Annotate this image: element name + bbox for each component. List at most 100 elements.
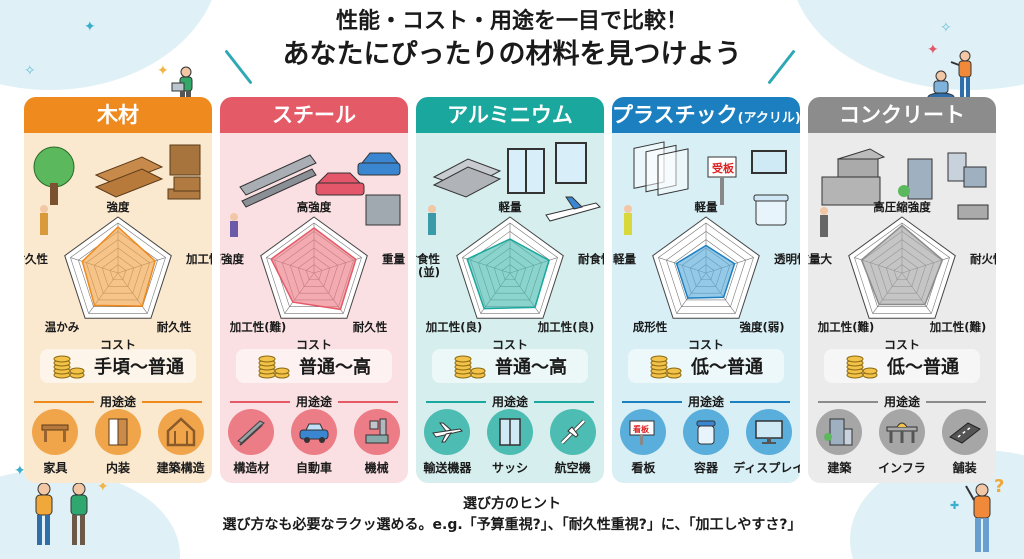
use-item: 機械 xyxy=(346,409,408,476)
divider xyxy=(230,400,290,403)
uses-list: 建築インフラ舗装 xyxy=(808,409,996,476)
radar-axis-label: 透明性 xyxy=(774,252,800,266)
person-question-icon: ? xyxy=(965,476,1004,552)
use-label: 建築構造 xyxy=(156,461,205,475)
use-icon-circle xyxy=(353,409,400,455)
coins-icon xyxy=(258,355,290,379)
use-item: 輸送機器 xyxy=(416,409,478,476)
cost-value: 普通〜高 xyxy=(299,357,371,378)
airplane-icon xyxy=(432,422,464,443)
cost-box: 手頃〜普通 xyxy=(40,349,196,383)
use-label: 構造材 xyxy=(233,461,270,475)
material-name: アルミニウム xyxy=(447,103,573,127)
radar-axis-label: 成形性 xyxy=(632,320,668,334)
use-icon-circle xyxy=(941,409,988,455)
material-name: コンクリート xyxy=(839,103,965,127)
use-icon-circle xyxy=(32,409,79,455)
radar-chart: 高圧縮強度耐火性加工性(難)加工性(難)重量大 xyxy=(808,200,996,337)
material-illustration xyxy=(230,152,401,237)
radar-axis-label: 加工性(難) xyxy=(229,320,287,334)
person-talking-right-icon xyxy=(70,482,88,545)
hint-title: 選び方のヒント xyxy=(463,496,561,512)
table-icon xyxy=(41,424,69,442)
cost-label: コスト xyxy=(687,338,724,352)
monitor-icon xyxy=(754,420,783,444)
radar-axis-label: 加工性 xyxy=(186,252,212,266)
radar-axis-label: 加工性(良) xyxy=(537,320,595,334)
radar-chart-graphic xyxy=(456,216,564,319)
signboard-icon: 看板 xyxy=(629,420,655,445)
radar-chart: 軽量耐食性加工性(良)加工性(良)耐食性 (並) xyxy=(416,200,604,337)
cost-label: コスト xyxy=(883,338,920,352)
divider xyxy=(818,400,878,403)
radar-axis-label: 強度 xyxy=(106,200,130,214)
divider xyxy=(534,400,595,403)
divider xyxy=(34,400,94,403)
material-name: プラスチック xyxy=(612,103,738,127)
material-card-header: スチール xyxy=(220,97,408,133)
radar-axis-label: 耐久性 xyxy=(352,320,388,334)
radar-axis-label: 耐食性 (並) xyxy=(416,252,440,280)
uses-header: 用途途 xyxy=(818,393,987,410)
sparkle-icon: ✦ xyxy=(14,463,26,479)
use-icon-circle xyxy=(878,409,925,455)
use-label: サッシ xyxy=(491,461,528,475)
divider xyxy=(622,400,682,403)
machine-icon xyxy=(365,418,389,444)
use-item: ディスプレイ xyxy=(733,409,800,476)
use-label: 容器 xyxy=(693,461,718,475)
use-item: 看板看板 xyxy=(612,409,674,476)
use-item: サッシ xyxy=(479,409,541,476)
door-icon xyxy=(108,418,128,446)
radar-chart-graphic xyxy=(64,216,172,319)
cost-label: コスト xyxy=(99,338,136,352)
material-illustration xyxy=(33,144,201,235)
uses-label: 用途途 xyxy=(492,395,529,409)
radar-axis-label: 温かみ xyxy=(44,320,80,334)
use-label: インフラ xyxy=(878,461,926,475)
use-item: 構造材 xyxy=(220,409,282,476)
uses-list: 構造材自動車機械 xyxy=(220,409,408,476)
hint-section: 選び方のヒント 選び方なも必要なラクッ選める。e.g.「予算重視?」、「耐久性重… xyxy=(0,494,1024,536)
sparkle-icon: ✦ xyxy=(84,19,96,35)
sparkle-icon: ✚ xyxy=(950,499,960,512)
title-line-2: あなたにぴったりの材料を見つけよう xyxy=(282,38,742,70)
cost-label: コスト xyxy=(295,338,332,352)
radar-axis-label: 軽量 xyxy=(613,252,636,266)
title-line-1: 性能・コスト・用途を一目で比較！ xyxy=(335,9,688,34)
car-icon xyxy=(299,423,329,443)
divider xyxy=(142,400,203,403)
use-icon-circle: 看板 xyxy=(620,409,667,455)
road-icon xyxy=(948,422,981,444)
cost-box: 普通〜高 xyxy=(236,349,392,383)
use-item: 建築構造 xyxy=(150,409,212,476)
container-icon xyxy=(696,420,716,445)
material-name: スチール xyxy=(272,103,356,127)
divider xyxy=(426,400,486,403)
uses-label: 用途途 xyxy=(688,395,725,409)
divider xyxy=(730,400,791,403)
material-illustration xyxy=(820,148,989,237)
uses-list: 家具内装建築構造 xyxy=(24,409,212,476)
use-icon-circle xyxy=(424,409,471,455)
use-item: 建築 xyxy=(808,409,870,476)
sparkle-icon: ✧ xyxy=(940,20,952,36)
material-name-suffix: (アクリル) xyxy=(737,111,800,126)
page-title: 性能・コスト・用途を一目で比較！ あなたにぴったりの材料を見つけよう xyxy=(0,8,1024,71)
radar-axis-label: 重量 xyxy=(382,252,405,266)
cost-label: コスト xyxy=(491,338,528,352)
radar-axis-label: 軽量 xyxy=(694,200,718,214)
divider xyxy=(338,400,399,403)
cost-value: 低〜普通 xyxy=(887,357,959,378)
use-label: 航空機 xyxy=(554,461,591,475)
sparkle-icon: ✦ xyxy=(157,63,169,79)
use-icon-circle xyxy=(94,409,141,455)
material-name: 木材 xyxy=(97,103,139,127)
window-sash-icon xyxy=(499,418,521,446)
uses-list: 看板看板容器 ディスプレイ xyxy=(612,409,800,476)
radar-chart: 強度加工性耐久性温かみ耐久性 xyxy=(24,200,212,337)
radar-chart-graphic xyxy=(848,216,956,319)
use-item: 家具 xyxy=(24,409,86,476)
